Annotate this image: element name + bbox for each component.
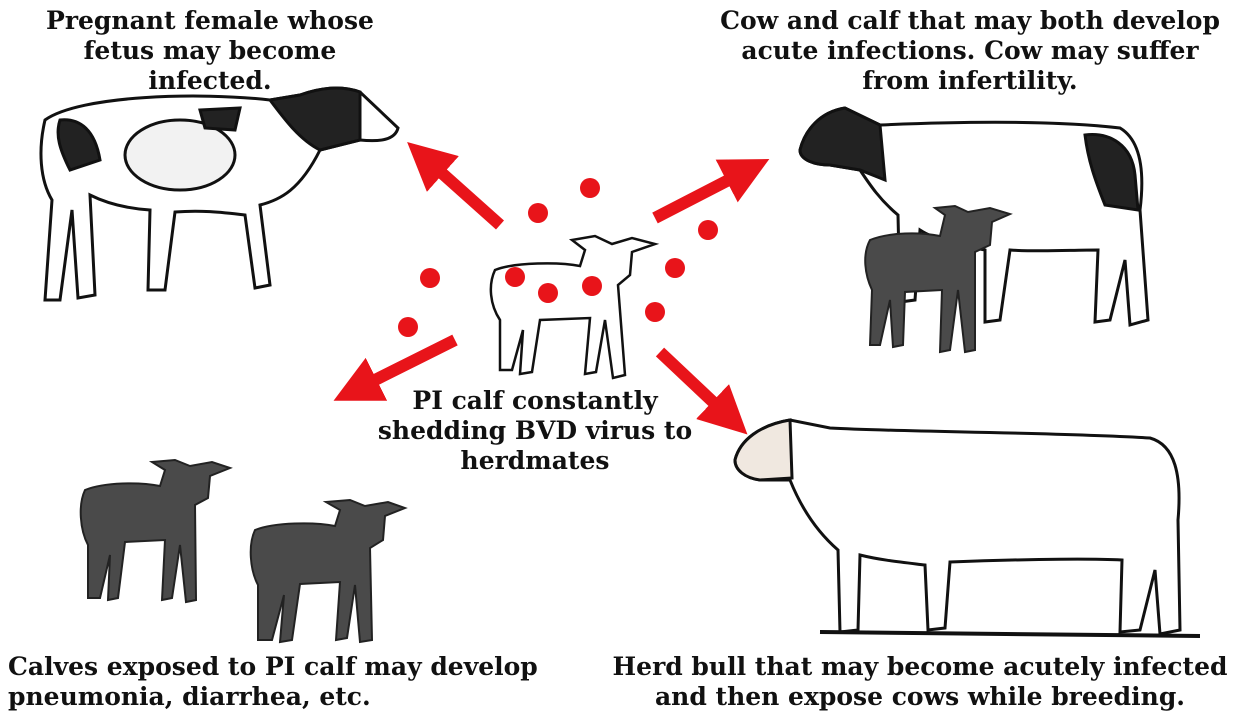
pi-calf-icon <box>491 236 655 378</box>
cow-and-calf-caption: Cow and calf that may both develop acute… <box>715 6 1225 96</box>
pregnant-cow-icon <box>41 88 398 300</box>
arrow-to-cow-calf <box>655 170 748 218</box>
virus-dot <box>398 317 418 337</box>
virus-dot <box>528 203 548 223</box>
calf-icon <box>251 500 405 642</box>
virus-dot <box>505 267 525 287</box>
arrow-to-pregnant-cow <box>425 158 500 225</box>
virus-dot <box>665 258 685 278</box>
virus-dot <box>420 268 440 288</box>
virus-dot <box>582 276 602 296</box>
virus-dot <box>580 178 600 198</box>
pi-calf-caption: PI calf constantly shedding BVD virus to… <box>355 386 715 476</box>
bull-icon <box>735 420 1200 636</box>
pregnant-female-caption: Pregnant female whose fetus may become i… <box>20 6 400 96</box>
virus-dot <box>645 302 665 322</box>
exposed-calves-caption: Calves exposed to PI calf may develop pn… <box>8 652 568 712</box>
arrow-to-calves <box>355 340 455 390</box>
herd-bull-caption: Herd bull that may become acutely infect… <box>600 652 1240 712</box>
calf-icon <box>81 460 230 602</box>
virus-dot <box>538 283 558 303</box>
virus-dot <box>698 220 718 240</box>
